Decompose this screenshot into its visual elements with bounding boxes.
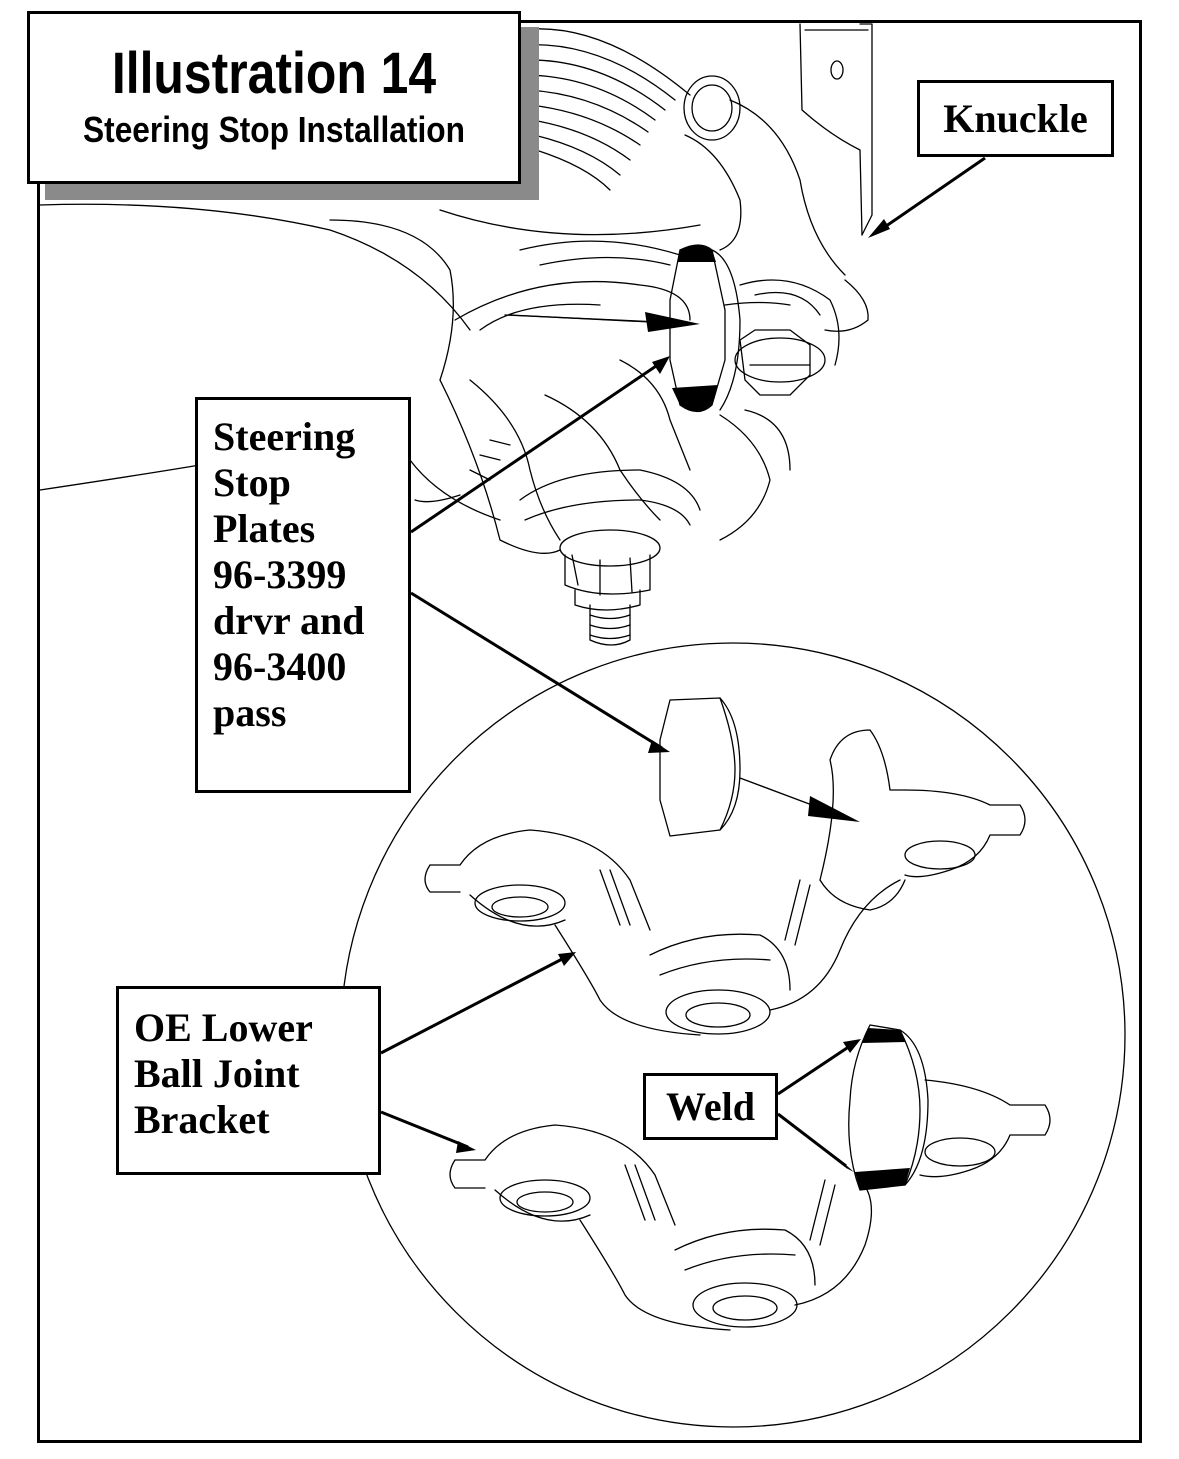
- weld-mark-upper-1: [678, 245, 716, 262]
- weld-mark-lower-1: [862, 1028, 906, 1043]
- weld-mark-lower-2: [855, 1168, 910, 1190]
- rotor-rings: [439, 28, 701, 236]
- leader-lines: [380, 156, 986, 1168]
- knuckle-body: [683, 23, 873, 366]
- plates-label-line: Plates: [213, 506, 316, 551]
- leader-arrowheads: [456, 219, 890, 1172]
- upper-arm-assembly: [39, 203, 791, 554]
- bracket-label-line: Bracket: [134, 1097, 270, 1142]
- title-box: Illustration 14 Steering Stop Installati…: [27, 11, 521, 184]
- lower-bracket: [449, 1079, 1051, 1331]
- bracket-label-line: OE Lower: [134, 1005, 313, 1050]
- bracket-label-line: Ball Joint: [134, 1051, 300, 1096]
- detail-circle: [340, 642, 1126, 1428]
- plates-label-line: drvr and: [213, 598, 365, 643]
- steering-stop-plates-label: Steering Stop Plates 96-3399 drvr and 96…: [195, 397, 411, 793]
- plates-label-line: Steering: [213, 414, 356, 459]
- weld-label: Weld: [643, 1073, 778, 1140]
- loose-stop-plate: [659, 697, 741, 837]
- ball-joint-bracket-label: OE Lower Ball Joint Bracket: [116, 986, 381, 1175]
- ball-joint-nut: [559, 329, 826, 646]
- illustration-title: Illustration 14: [111, 41, 437, 106]
- welded-stop-plate: [848, 1024, 929, 1191]
- plates-label-line: 96-3399: [213, 552, 347, 597]
- plates-label-line: 96-3400: [213, 644, 347, 689]
- illustration-subtitle: Steering Stop Installation: [83, 109, 465, 150]
- plates-label-line: Stop: [213, 460, 291, 505]
- plates-label-line: pass: [213, 690, 287, 735]
- installed-stop-plate: [669, 244, 791, 413]
- weld-mark-upper-2: [672, 385, 718, 412]
- insert-arrow-upper: [645, 312, 700, 332]
- insert-arrow-lower: [808, 796, 860, 822]
- middle-bracket: [424, 729, 1026, 1036]
- knuckle-label: Knuckle: [917, 80, 1114, 157]
